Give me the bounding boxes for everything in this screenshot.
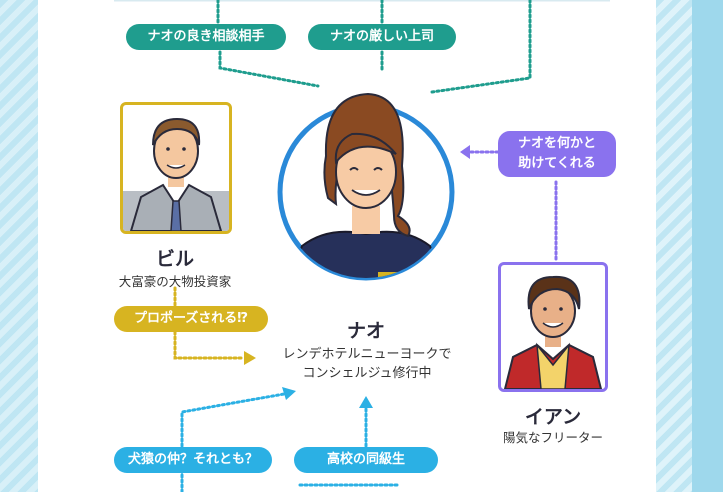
pill-helper-line1: ナオを何かと bbox=[517, 136, 596, 151]
bill-portrait-frame bbox=[120, 102, 232, 234]
pill-good-advisor: ナオの良き相談相手 bbox=[126, 24, 286, 50]
connector-proposal bbox=[173, 330, 246, 360]
arrow-proposal bbox=[244, 351, 256, 365]
ian-desc: 陽気なフリーター bbox=[502, 430, 603, 445]
pill-dog-monkey: 犬猿の仲？それとも？ bbox=[114, 447, 272, 473]
pill-helper: ナオを何かと 助けてくれる bbox=[498, 131, 616, 177]
nao-desc: レンデホテルニューヨークで コンシェルジュ修行中 bbox=[276, 345, 458, 383]
bill-portrait bbox=[123, 117, 229, 231]
connector-dog-monkey bbox=[180, 392, 286, 448]
pill-proposal: プロポーズされる⁉ bbox=[114, 306, 268, 332]
arrow-classmate bbox=[359, 396, 373, 408]
right-stripe-band bbox=[692, 0, 723, 492]
nao-name: ナオ bbox=[346, 320, 385, 342]
nao-desc-line2: コンシェルジュ修行中 bbox=[302, 366, 432, 381]
connector-top-right bbox=[430, 0, 532, 94]
pill-strict-boss: ナオの厳しい上司 bbox=[308, 24, 456, 50]
bill-desc: 大富豪の大物投資家 bbox=[118, 274, 232, 289]
pill-classmate: 高校の同級生 bbox=[294, 447, 438, 473]
nao-desc-line1: レンデホテルニューヨークで bbox=[282, 347, 452, 362]
nao-portrait bbox=[277, 92, 455, 281]
ian-portrait-frame bbox=[498, 262, 608, 392]
pill-helper-line2: 助けてくれる bbox=[518, 156, 596, 171]
arrow-dog-monkey bbox=[282, 387, 296, 400]
bill-name: ビル bbox=[155, 248, 194, 270]
arrow-helper bbox=[460, 145, 470, 159]
left-stripe-background bbox=[0, 0, 38, 492]
ian-name: イアン bbox=[524, 406, 582, 428]
ian-portrait bbox=[503, 275, 603, 389]
connector-advisor bbox=[218, 50, 320, 88]
